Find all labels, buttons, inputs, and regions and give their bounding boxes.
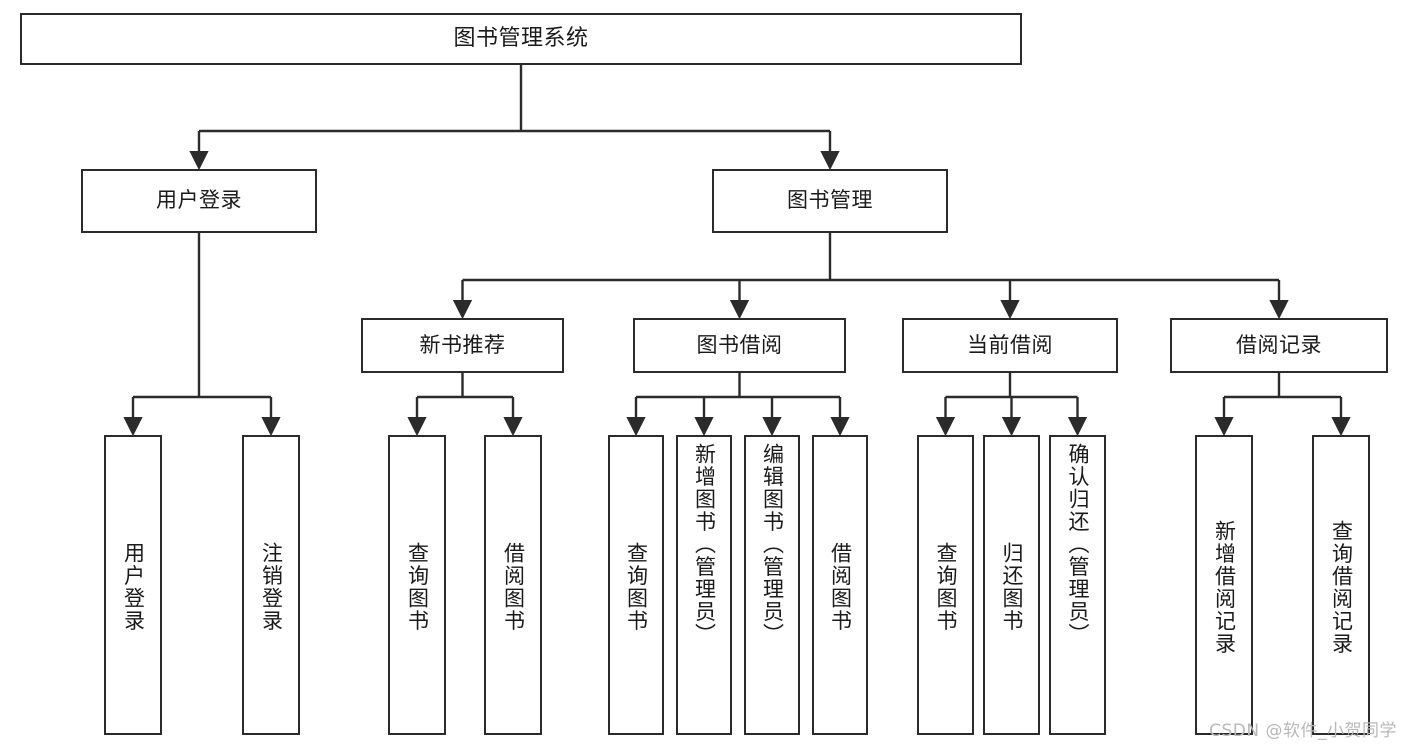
leaf-add-book-admin[interactable]: 新增图书（管理员） bbox=[676, 435, 732, 735]
leaf-borrow-book[interactable]: 借阅图书 bbox=[812, 435, 868, 735]
leaf-inner: 借阅图书 bbox=[486, 441, 540, 733]
leaf-inner: 编辑图书（管理员） bbox=[746, 441, 798, 735]
node-root[interactable]: 图书管理系统 bbox=[20, 13, 1022, 65]
leaf-edit-book-admin[interactable]: 编辑图书（管理员） bbox=[744, 435, 800, 735]
leaf-logout-label: 注销登录 bbox=[259, 542, 284, 632]
leaf-inner: 归还图书 bbox=[985, 441, 1038, 733]
leaf-add-borrow-record[interactable]: 新增借阅记录 bbox=[1195, 435, 1253, 735]
leaf-return-book-label: 归还图书 bbox=[999, 542, 1024, 632]
node-current-borrow-label: 当前借阅 bbox=[967, 332, 1053, 357]
node-current-borrow[interactable]: 当前借阅 bbox=[902, 318, 1118, 373]
leaf-borrow-book-label: 借阅图书 bbox=[828, 542, 853, 632]
leaf-query-book-borrow[interactable]: 查询图书 bbox=[608, 435, 664, 735]
node-book-management[interactable]: 图书管理 bbox=[712, 169, 948, 233]
leaf-user-login[interactable]: 用户登录 bbox=[104, 435, 162, 735]
leaf-query-book-recommend-label: 查询图书 bbox=[405, 542, 430, 632]
leaf-confirm-return-admin[interactable]: 确认归还（管理员） bbox=[1049, 435, 1106, 735]
leaf-add-book-admin-label: 新增图书（管理员） bbox=[692, 443, 717, 646]
leaf-query-borrow-record[interactable]: 查询借阅记录 bbox=[1312, 435, 1370, 735]
leaf-inner: 查询图书 bbox=[919, 441, 972, 733]
node-book-borrow[interactable]: 图书借阅 bbox=[633, 318, 846, 373]
leaf-query-book-borrow-label: 查询图书 bbox=[624, 542, 649, 632]
leaf-inner: 借阅图书 bbox=[814, 441, 866, 733]
leaf-query-book-current-label: 查询图书 bbox=[933, 542, 958, 632]
node-root-label: 图书管理系统 bbox=[453, 25, 589, 51]
leaf-inner: 新增图书（管理员） bbox=[678, 441, 730, 735]
watermark: CSDN @软件_小贺同学 bbox=[1209, 721, 1397, 741]
leaf-inner: 用户登录 bbox=[106, 441, 160, 733]
leaf-borrow-book-recommend[interactable]: 借阅图书 bbox=[484, 435, 542, 735]
leaf-logout[interactable]: 注销登录 bbox=[242, 435, 300, 735]
leaf-inner: 注销登录 bbox=[244, 441, 298, 733]
leaf-inner: 确认归还（管理员） bbox=[1051, 441, 1104, 735]
leaf-edit-book-admin-label: 编辑图书（管理员） bbox=[760, 443, 785, 646]
leaf-inner: 查询图书 bbox=[390, 441, 444, 733]
node-user-login-label: 用户登录 bbox=[156, 188, 242, 213]
leaf-inner: 新增借阅记录 bbox=[1197, 441, 1251, 733]
leaf-inner: 查询借阅记录 bbox=[1314, 441, 1368, 733]
leaf-query-borrow-record-label: 查询借阅记录 bbox=[1329, 519, 1354, 655]
node-new-book-recommend[interactable]: 新书推荐 bbox=[361, 318, 564, 373]
leaf-add-borrow-record-label: 新增借阅记录 bbox=[1212, 519, 1237, 655]
node-book-management-label: 图书管理 bbox=[787, 188, 873, 213]
node-user-login[interactable]: 用户登录 bbox=[81, 169, 317, 233]
leaf-query-book-recommend[interactable]: 查询图书 bbox=[388, 435, 446, 735]
leaf-borrow-book-recommend-label: 借阅图书 bbox=[501, 542, 526, 632]
node-book-borrow-label: 图书借阅 bbox=[696, 332, 783, 357]
leaf-return-book[interactable]: 归还图书 bbox=[983, 435, 1040, 735]
node-new-book-recommend-label: 新书推荐 bbox=[419, 332, 506, 357]
leaf-user-login-label: 用户登录 bbox=[121, 542, 146, 632]
node-borrow-records-label: 借阅记录 bbox=[1236, 332, 1322, 357]
leaf-query-book-current[interactable]: 查询图书 bbox=[917, 435, 974, 735]
leaf-inner: 查询图书 bbox=[610, 441, 662, 733]
leaf-confirm-return-admin-label: 确认归还（管理员） bbox=[1065, 443, 1090, 646]
node-borrow-records[interactable]: 借阅记录 bbox=[1170, 318, 1388, 373]
